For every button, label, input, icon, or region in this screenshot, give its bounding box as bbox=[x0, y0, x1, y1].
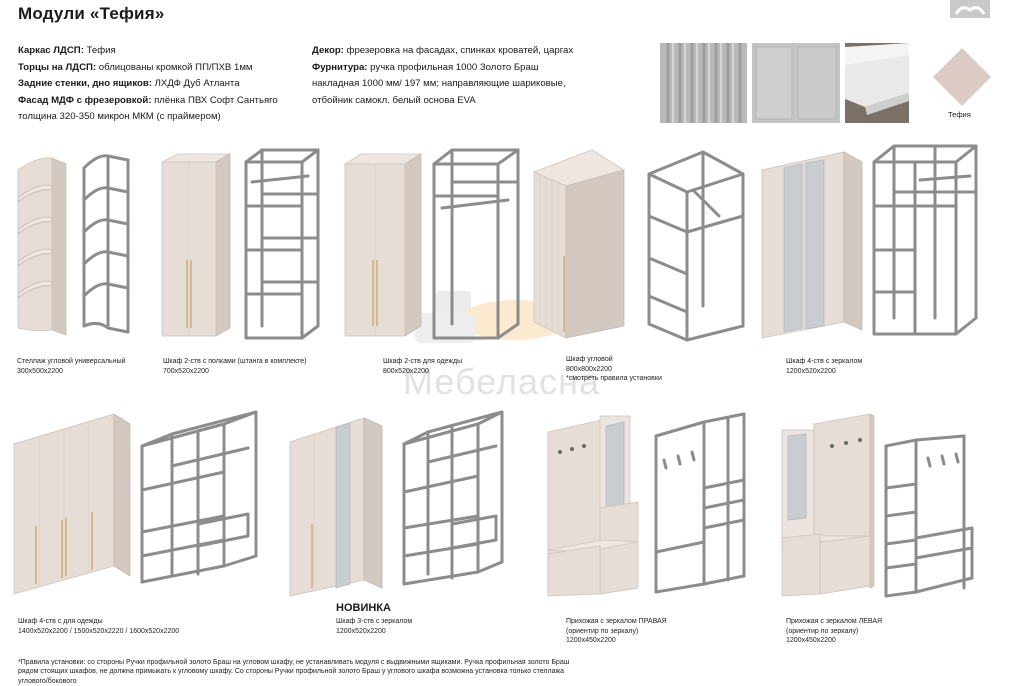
module-frame-corner-shelf bbox=[82, 154, 130, 334]
page-title: Модули «Тефия» bbox=[18, 4, 165, 23]
spec-row: Каркас ЛДСП: Тефия bbox=[18, 45, 116, 56]
module-frame-corner-wardrobe bbox=[647, 150, 745, 342]
swatch-label: Тефия bbox=[948, 110, 971, 119]
spec-row: Задние стенки, дно ящиков: ЛХДФ Дуб Атла… bbox=[18, 78, 240, 89]
spec-row: Декор: фрезеровка на фасадах, спинках кр… bbox=[312, 45, 574, 56]
spec-row: отбойник самокл. белый основа EVA bbox=[312, 94, 476, 106]
module-image-hallway-left bbox=[781, 413, 875, 597]
module-image-2door-clothes bbox=[343, 153, 423, 337]
module-image-3door-mirror bbox=[288, 417, 384, 597]
module-frame-4door-clothes bbox=[140, 410, 258, 584]
headboard-sample-image bbox=[752, 43, 840, 123]
module-image-corner-shelf bbox=[17, 157, 67, 336]
color-swatch bbox=[933, 48, 991, 106]
module-frame-hallway-right bbox=[654, 412, 746, 594]
spec-row: накладная 1000 мм/ 197 мм; направляющие … bbox=[312, 78, 566, 89]
specs-right: Декор: фрезеровка на фасадах, спинках кр… bbox=[312, 43, 612, 109]
module-image-4door-clothes bbox=[13, 413, 131, 595]
bed-sample-image bbox=[845, 43, 909, 123]
module-frame-2door-shelves bbox=[244, 148, 320, 340]
spec-row: Фасад МДФ с фрезеровкой: плёнка ПВХ Софт… bbox=[18, 94, 278, 106]
module-caption: Прихожая с зеркалом ЛЕВАЯ(ориентир по зе… bbox=[786, 618, 883, 645]
module-image-corner-wardrobe bbox=[532, 149, 625, 339]
module-image-4door-mirror bbox=[760, 151, 864, 339]
module-caption: Прихожая с зеркалом ПРАВАЯ(ориентир по з… bbox=[566, 618, 667, 645]
module-image-hallway-right bbox=[547, 415, 639, 597]
module-image-2door-shelves bbox=[161, 153, 232, 337]
footnote: *Правила установки: со стороны Ручки про… bbox=[18, 659, 570, 685]
new-badge: НОВИНКА bbox=[336, 602, 391, 614]
facade-sample-image bbox=[660, 43, 747, 123]
module-frame-hallway-left bbox=[884, 434, 974, 598]
spec-row: толщина 320-350 микрон МКМ (с праймером) bbox=[18, 111, 221, 122]
logo-icon bbox=[950, 0, 990, 18]
module-frame-2door-clothes bbox=[432, 148, 520, 340]
watermark-text: Мебеласна bbox=[403, 361, 600, 402]
module-frame-3door-mirror bbox=[402, 410, 504, 586]
spec-row: Торцы на ЛДСП: облицованы кромкой ПП/ПХВ… bbox=[18, 61, 253, 73]
spec-row: Фурнитура: ручка профильная 1000 Золото … bbox=[312, 61, 539, 73]
module-frame-4door-mirror bbox=[872, 144, 978, 336]
module-caption: Шкаф 2-ств с полками (штанга в комплекте… bbox=[163, 358, 307, 375]
specs-left: Каркас ЛДСП: Тефия Торцы на ЛДСП: облицо… bbox=[18, 43, 318, 126]
